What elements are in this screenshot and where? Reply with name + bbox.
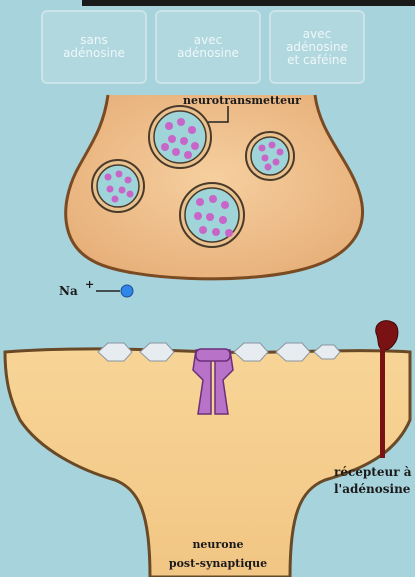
ion-channel-cap (196, 349, 230, 361)
post-neuron-label-line2: post-synaptique (169, 557, 267, 570)
receptor-label-line1: récepteur à (334, 465, 412, 479)
vesicle-icon (246, 132, 294, 180)
vesicle-icon (92, 160, 144, 212)
receptor-label-line2: l'adénosine (334, 482, 411, 496)
vesicle-icon (149, 106, 211, 168)
vesicle-icon (180, 183, 244, 247)
sodium-charge-label: + (85, 278, 94, 291)
neurotransmitter-label: neurotransmetteur (183, 94, 301, 107)
post-neuron-label-line1: neurone (192, 538, 243, 551)
sodium-label: Na (59, 284, 78, 298)
sodium-ion-icon[interactable] (121, 285, 133, 297)
